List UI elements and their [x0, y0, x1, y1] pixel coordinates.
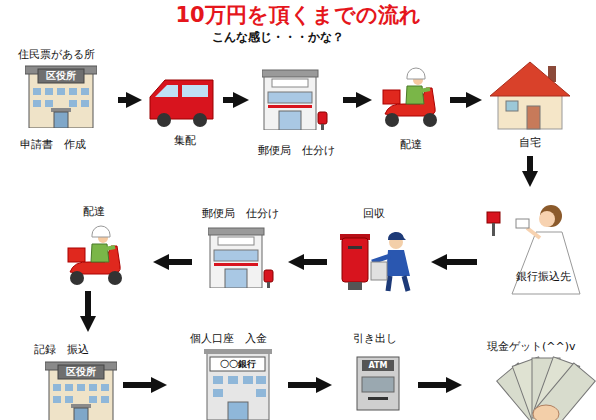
ward-office	[25, 66, 97, 128]
window	[256, 389, 266, 397]
step-label: 個人口座 入金	[190, 332, 285, 346]
subtitle: こんな感じ・・・かな？	[212, 30, 412, 45]
van-body	[150, 80, 213, 119]
hair	[540, 205, 562, 227]
envelope	[516, 219, 529, 228]
step-label: 集配	[165, 134, 205, 148]
house-roof	[490, 62, 570, 96]
flow-arrow	[447, 259, 477, 265]
step-label: 回収	[354, 207, 394, 221]
step-label: 引き出し	[353, 332, 413, 346]
bank	[204, 349, 272, 420]
step-label: 自宅	[510, 136, 550, 150]
flow-arrow	[169, 259, 192, 265]
mailbox-post	[492, 223, 495, 236]
face	[539, 211, 555, 227]
van	[150, 80, 213, 127]
flow-arrow	[343, 97, 356, 103]
wheel	[193, 113, 207, 127]
sign-text: 〇〇銀行	[210, 357, 265, 371]
window	[243, 376, 253, 384]
scooter	[383, 68, 437, 127]
bank-sign	[210, 357, 265, 371]
atm	[357, 357, 399, 410]
cap	[388, 232, 406, 240]
step-box: 集配	[145, 68, 220, 150]
step-box: 配達	[375, 62, 447, 152]
post-office	[262, 70, 327, 130]
step-label: 住民票がある所	[18, 48, 115, 62]
step-box: 銀行振込先	[480, 190, 585, 295]
step-box: 郵便局 仕分け	[195, 205, 285, 290]
flow-arrow	[223, 97, 233, 103]
cash	[497, 357, 596, 420]
windshield	[155, 85, 178, 97]
wheel	[157, 113, 171, 127]
atm-slot	[368, 397, 388, 400]
postbox-base	[348, 282, 362, 290]
step-box: 郵便局 仕分け	[252, 62, 340, 160]
step-label: 郵便局 仕分け	[252, 144, 340, 158]
leg	[404, 276, 408, 291]
leg	[388, 276, 390, 291]
scooter	[68, 226, 122, 285]
flow-arrow	[288, 382, 316, 388]
step-label: 銀行振込先	[516, 270, 585, 284]
atm-body	[357, 357, 399, 410]
step-box: 回収	[330, 205, 428, 295]
arm	[527, 228, 540, 238]
window	[213, 389, 223, 397]
step-box: 引き出し ATM	[335, 330, 415, 415]
step-label: 郵便局 仕分け	[195, 207, 285, 221]
atm-screen	[362, 360, 394, 371]
bank-wall	[207, 352, 269, 420]
step-label: 申請書 作成	[20, 138, 115, 152]
door	[228, 402, 248, 420]
flow-arrow	[304, 259, 327, 265]
door	[527, 106, 540, 129]
window	[506, 101, 518, 111]
van-window	[182, 85, 208, 97]
step-box: 住民票がある所区役所申請書 作成	[10, 48, 115, 156]
diagram-title: 10万円を頂くまでの流れ	[0, 2, 596, 28]
bank-roof	[204, 349, 272, 354]
window	[256, 376, 266, 384]
flow-arrow	[418, 382, 446, 388]
step-label: 配達	[74, 205, 114, 219]
step-box: 個人口座 入金〇〇銀行	[170, 330, 285, 420]
sign-text: ATM	[362, 360, 394, 371]
window	[213, 376, 223, 384]
ward-office	[45, 362, 117, 420]
arm	[372, 256, 390, 262]
dress	[512, 232, 580, 294]
step-label: 配達	[391, 138, 431, 152]
house-wall	[498, 93, 562, 129]
sign-text: 区役所	[38, 69, 84, 83]
sign-text: 区役所	[58, 365, 104, 379]
flow-arrow	[118, 97, 126, 103]
bag	[371, 262, 387, 280]
step-box: 記録 振込区役所	[30, 335, 120, 420]
step-box: 現金ゲット(^^)v	[465, 335, 590, 420]
collector	[340, 232, 410, 291]
step-label: 記録 振込	[34, 343, 120, 357]
hand	[533, 405, 559, 420]
flow-arrow	[85, 291, 91, 316]
worker-body	[386, 250, 410, 276]
flow-arrow	[123, 382, 151, 388]
step-box: 配達	[60, 203, 150, 288]
mailbox	[487, 212, 500, 223]
house	[490, 62, 570, 129]
step-label: 現金ゲット(^^)v	[487, 340, 590, 354]
postbox	[342, 238, 368, 282]
post-office	[208, 228, 273, 288]
slot	[348, 246, 362, 249]
flow-arrow	[450, 97, 466, 103]
atm-keypad	[362, 377, 394, 392]
step-box: 自宅	[485, 58, 570, 153]
window	[228, 376, 238, 384]
flow-arrow	[527, 156, 533, 171]
